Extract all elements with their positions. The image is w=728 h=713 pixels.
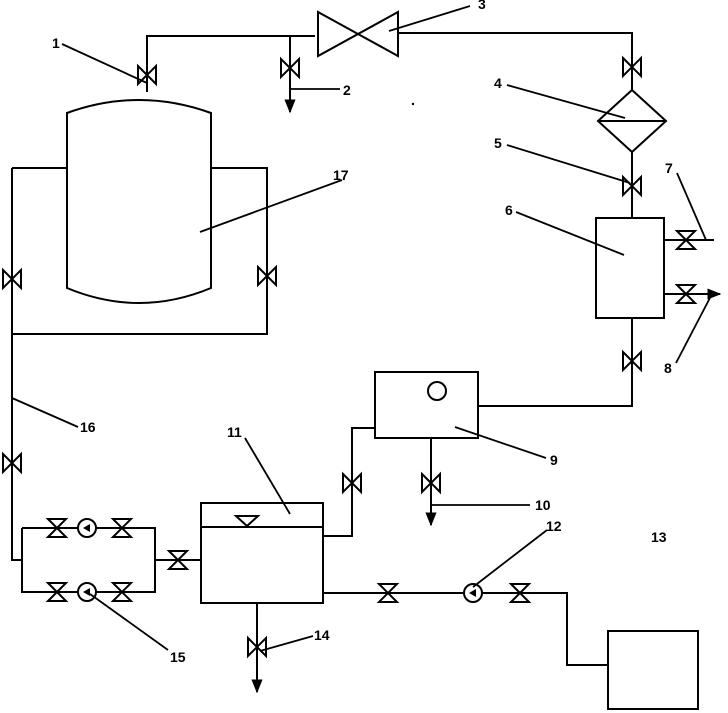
valve-pump-12-out (508, 583, 532, 603)
valve-vessel-outlet (622, 349, 642, 373)
valves-and-pumps (2, 55, 698, 659)
compressor-3 (317, 10, 399, 58)
valve-line-16 (2, 451, 22, 475)
label-4: 4 (494, 75, 502, 91)
valve-tank-11-inlet (342, 471, 362, 495)
valve-pump-a-out (110, 518, 134, 538)
valve-filter-inlet (622, 55, 642, 79)
valve-drain-2 (280, 56, 300, 80)
gauge-icon (427, 381, 447, 401)
valve-outlet-8 (674, 284, 698, 304)
label-5: 5 (494, 135, 502, 151)
label-2: 2 (343, 82, 351, 98)
level-indicator-icon (233, 515, 261, 528)
label-3: 3 (478, 0, 486, 12)
valve-pump-a-in (45, 518, 69, 538)
label-9: 9 (550, 452, 558, 468)
label-7: 7 (665, 160, 673, 176)
unit-9 (374, 371, 479, 439)
valve-tank-11-feed (166, 550, 190, 570)
pump-15b-icon-arrow (83, 588, 90, 596)
label-10: 10 (535, 497, 551, 513)
pump-15a-icon-arrow (83, 524, 90, 532)
label-11: 11 (227, 424, 242, 440)
valve-tank-left (2, 267, 22, 291)
label-8: 8 (664, 360, 672, 376)
labels: 1 2 3 4 5 6 7 8 9 10 11 12 13 14 15 16 1… (52, 0, 673, 665)
valve-inlet-7 (674, 230, 698, 250)
label-14: 14 (314, 627, 330, 643)
equipment (66, 10, 699, 710)
pump-12-icon-arrow (469, 589, 476, 597)
valve-drain-10 (421, 471, 441, 495)
leader-lines (11, 5, 713, 652)
valve-pump-b-in (45, 582, 69, 602)
label-1: 1 (52, 35, 60, 51)
vessel-6 (595, 217, 665, 319)
label-12: 12 (546, 518, 562, 534)
valve-tank-right (257, 264, 277, 288)
tank-11 (200, 502, 324, 604)
speck (411, 102, 415, 106)
valve-pump-12-in (376, 583, 400, 603)
tank-13 (607, 630, 699, 710)
valve-pump-b-out (110, 582, 134, 602)
label-13: 13 (651, 529, 667, 545)
label-6: 6 (505, 202, 513, 218)
storage-tank-17 (66, 99, 212, 304)
label-15: 15 (170, 649, 186, 665)
label-16: 16 (80, 419, 96, 435)
label-17: 17 (333, 167, 349, 183)
